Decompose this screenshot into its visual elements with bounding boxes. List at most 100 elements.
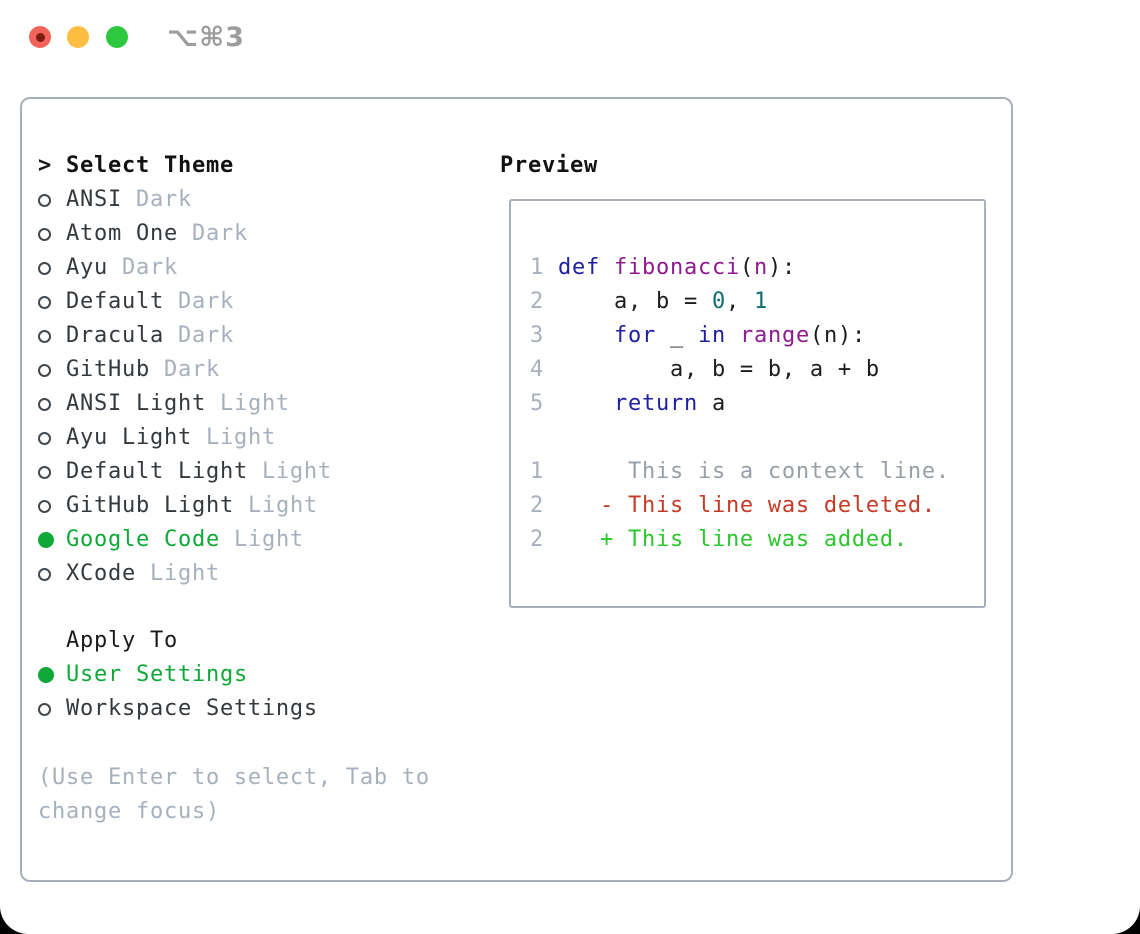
radio-dot bbox=[38, 532, 54, 548]
preview-line: 2 - This line was deleted. bbox=[530, 489, 984, 523]
theme-variant: Dark bbox=[177, 323, 234, 348]
radio-dot bbox=[38, 329, 51, 343]
theme-variant: Light bbox=[261, 459, 332, 484]
code-segment bbox=[600, 255, 614, 280]
code-segment bbox=[726, 323, 740, 348]
code-segment: a, b = b, a + b bbox=[558, 357, 880, 382]
line-number: 2 bbox=[530, 289, 544, 314]
code-segment: fibonacci bbox=[614, 255, 740, 280]
line-number: 2 bbox=[530, 493, 544, 518]
theme-name: Default bbox=[66, 289, 164, 314]
radio-unselected-icon bbox=[38, 227, 66, 241]
preview-line: 5 return a bbox=[530, 387, 984, 421]
code-segment: (n): bbox=[809, 323, 866, 348]
theme-option[interactable]: Ayu Light Light bbox=[38, 421, 488, 455]
theme-option[interactable]: ANSI Dark bbox=[38, 183, 488, 217]
theme-variant: Light bbox=[205, 425, 276, 450]
theme-option[interactable]: Default Light Light bbox=[38, 455, 488, 489]
code-segment: a bbox=[697, 391, 726, 416]
close-dot-icon bbox=[35, 32, 45, 42]
blank-line bbox=[530, 421, 984, 455]
theme-option[interactable]: GitHub Dark bbox=[38, 353, 488, 387]
code-segment: ): bbox=[767, 255, 796, 280]
radio-dot bbox=[38, 567, 51, 581]
apply-to-option[interactable]: User Settings bbox=[38, 658, 488, 692]
preview-line: 1 This is a context line. bbox=[530, 455, 984, 489]
radio-dot bbox=[38, 363, 51, 377]
apply-to-title: Apply To bbox=[66, 628, 178, 653]
theme-variant: Light bbox=[149, 561, 220, 586]
radio-dot bbox=[38, 227, 51, 241]
radio-dot bbox=[38, 397, 51, 411]
radio-dot bbox=[38, 193, 51, 207]
code-segment: ( bbox=[739, 255, 754, 280]
code-segment: def bbox=[558, 255, 600, 280]
radio-selected-icon bbox=[38, 667, 66, 683]
theme-name: Default Light bbox=[66, 459, 248, 484]
close-button[interactable] bbox=[29, 26, 51, 48]
line-number: 1 bbox=[530, 459, 544, 484]
titlebar: ⌥⌘3 bbox=[0, 0, 1140, 74]
theme-name: GitHub bbox=[66, 357, 150, 382]
radio-unselected-icon bbox=[38, 702, 66, 716]
theme-variant: Light bbox=[219, 391, 290, 416]
code-segment: a, b = bbox=[558, 289, 712, 314]
minimize-button[interactable] bbox=[67, 26, 89, 48]
theme-name: ANSI bbox=[66, 187, 122, 212]
zoom-button[interactable] bbox=[106, 26, 128, 48]
theme-option[interactable]: Ayu Dark bbox=[38, 251, 488, 285]
radio-dot bbox=[38, 499, 51, 513]
apply-to-name: Workspace Settings bbox=[66, 696, 318, 721]
theme-option[interactable]: Default Dark bbox=[38, 285, 488, 319]
radio-dot bbox=[38, 261, 51, 275]
preview-title: Preview bbox=[500, 153, 598, 178]
theme-name: Ayu bbox=[66, 255, 108, 280]
theme-name: Ayu Light bbox=[66, 425, 192, 450]
select-theme-title: Select Theme bbox=[66, 153, 234, 178]
theme-variant: Dark bbox=[135, 187, 192, 212]
code-segment: range bbox=[739, 323, 810, 348]
radio-dot bbox=[38, 431, 51, 445]
radio-unselected-icon bbox=[38, 193, 66, 207]
window-title: ⌥⌘3 bbox=[167, 22, 245, 53]
theme-variant: Dark bbox=[177, 289, 234, 314]
code-segment: n bbox=[753, 255, 768, 280]
theme-name: Atom One bbox=[66, 221, 178, 246]
code-segment: in bbox=[697, 323, 726, 348]
theme-option[interactable]: Dracula Dark bbox=[38, 319, 488, 353]
theme-variant: Dark bbox=[122, 255, 178, 280]
code-segment: for bbox=[613, 323, 656, 348]
line-number: 4 bbox=[530, 357, 544, 382]
apply-to-option[interactable]: Workspace Settings bbox=[38, 692, 488, 726]
theme-name: GitHub Light bbox=[66, 493, 234, 518]
theme-name: Dracula bbox=[66, 323, 164, 348]
radio-selected-icon bbox=[38, 532, 66, 548]
code-segment: return bbox=[613, 391, 698, 416]
theme-option[interactable]: XCode Light bbox=[38, 557, 488, 591]
theme-name: XCode bbox=[66, 561, 136, 586]
line-number: 3 bbox=[530, 323, 544, 348]
radio-dot bbox=[38, 702, 51, 716]
apply-to-name: User Settings bbox=[66, 662, 248, 687]
theme-variant: Light bbox=[247, 493, 318, 518]
theme-option[interactable]: GitHub Light Light bbox=[38, 489, 488, 523]
code-segment: - This line was deleted. bbox=[558, 493, 936, 518]
theme-variant: Dark bbox=[163, 357, 220, 382]
preview-header: Preview bbox=[500, 149, 598, 183]
code-segment bbox=[558, 391, 614, 416]
radio-unselected-icon bbox=[38, 465, 66, 479]
code-segment: 1 bbox=[753, 289, 768, 314]
code-segment: 0 bbox=[711, 289, 726, 314]
code-segment: _ bbox=[655, 323, 698, 348]
radio-unselected-icon bbox=[38, 567, 66, 581]
